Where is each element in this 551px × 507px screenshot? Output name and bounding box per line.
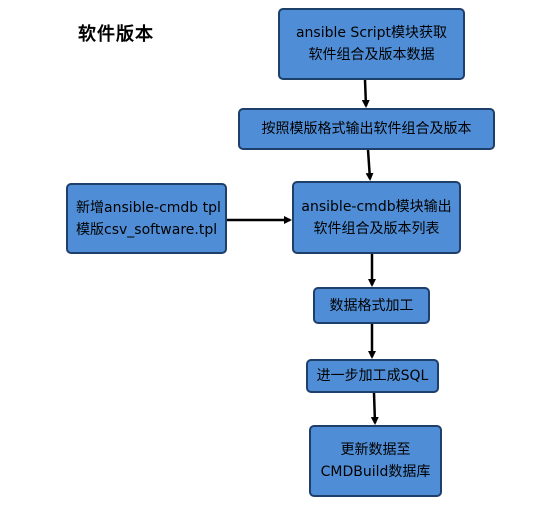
arrow-step2-to-step3 — [365, 149, 374, 181]
step-line: 进一步加工成SQL — [316, 368, 429, 384]
step-line: ansible Script模块获取 — [295, 25, 448, 41]
step-line: 更新数据至 — [340, 442, 411, 458]
arrow-step5-to-step6 — [370, 392, 379, 425]
step-update-cmdbuild: 更新数据至 CMDBuild数据库 — [309, 425, 442, 497]
step-sql-generation: 进一步加工成SQL — [306, 359, 439, 393]
template-line: 新增ansible-cmdb tpl — [76, 199, 221, 216]
step-ansible-cmdb-output: ansible-cmdb模块输出 软件组合及版本列表 — [292, 181, 461, 254]
template-file-box: 新增ansible-cmdb tpl 模版csv_software.tpl — [66, 183, 227, 254]
template-line: 模版csv_software.tpl — [76, 221, 218, 238]
step-line: 按照模版格式输出软件组合及版本 — [261, 121, 472, 137]
step-data-format: 数据格式加工 — [313, 287, 430, 324]
arrow-step1-to-step2 — [361, 79, 370, 108]
step-line: ansible-cmdb模块输出 — [301, 198, 452, 215]
step-line: 数据格式加工 — [329, 297, 414, 314]
step-ansible-script-fetch: ansible Script模块获取 软件组合及版本数据 — [278, 8, 465, 80]
step-line: 软件组合及版本列表 — [313, 220, 440, 237]
step-line: CMDBuild数据库 — [320, 464, 431, 480]
step-template-output: 按照模版格式输出软件组合及版本 — [238, 108, 495, 150]
diagram-title: 软件版本 — [78, 24, 154, 45]
step-line: 软件组合及版本数据 — [308, 47, 435, 63]
